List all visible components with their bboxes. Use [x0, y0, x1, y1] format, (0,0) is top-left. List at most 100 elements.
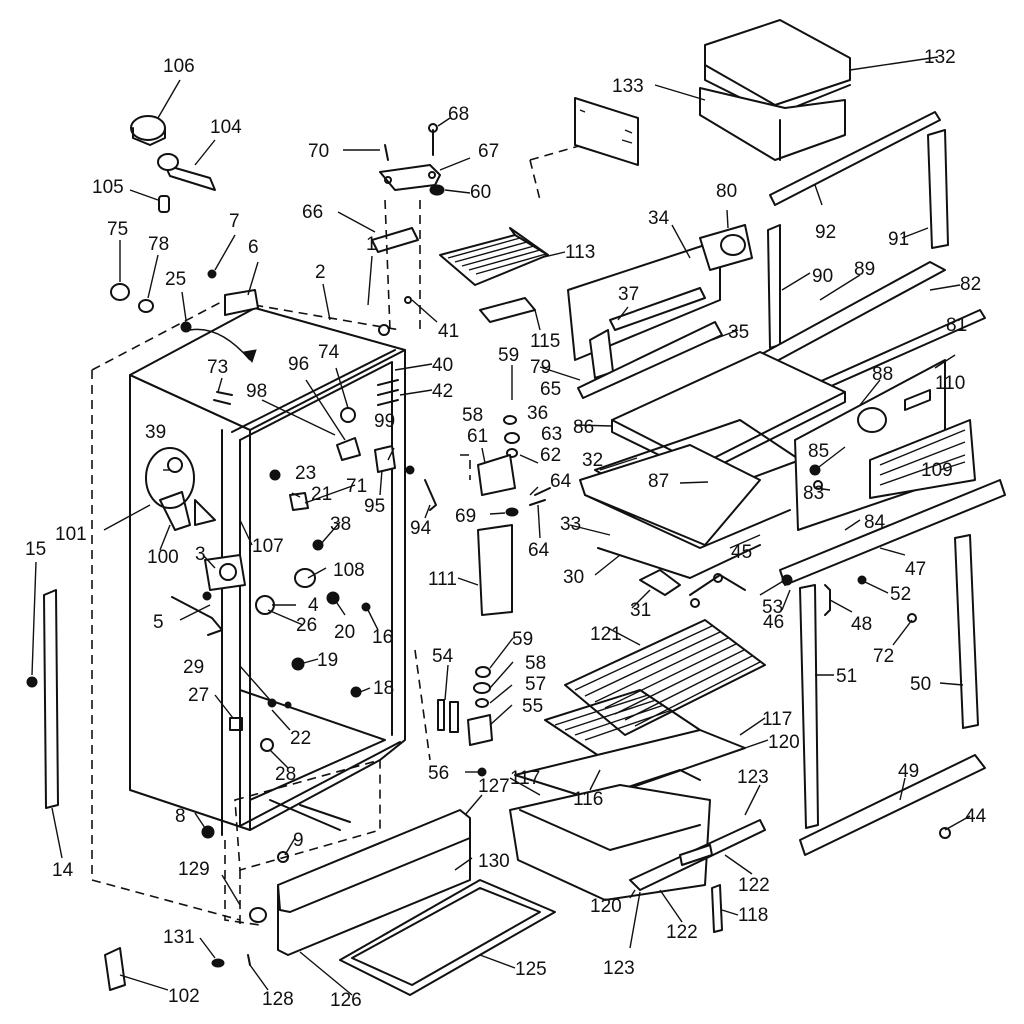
callout: 40: [432, 355, 453, 376]
callout: 72: [873, 646, 894, 667]
callout: 68: [448, 104, 469, 125]
callout: 86: [573, 417, 594, 438]
callout: 70: [308, 141, 329, 162]
callout: 20: [334, 622, 355, 643]
callout: 123: [603, 958, 635, 979]
callout: 120: [590, 896, 622, 917]
callout: 69: [455, 506, 476, 527]
callout: 57: [525, 674, 546, 695]
callout: 61: [467, 426, 488, 447]
callout: 21: [311, 484, 332, 505]
callout: 105: [92, 177, 124, 198]
callout: 31: [630, 600, 651, 621]
callout: 122: [666, 922, 698, 943]
callout: 14: [52, 860, 74, 881]
callout: 23: [295, 463, 316, 484]
callout: 48: [851, 614, 872, 635]
callout: 91: [888, 229, 909, 250]
top-right-tray: [699, 19, 851, 161]
callout: 28: [275, 764, 296, 785]
callout: 128: [262, 989, 294, 1010]
callout: 42: [432, 381, 453, 402]
callout: 67: [478, 141, 499, 162]
callout: 117: [510, 768, 540, 789]
callout: 64: [528, 540, 550, 561]
callout: 82: [960, 274, 981, 295]
callout: 106: [163, 56, 195, 77]
callout: 15: [25, 539, 46, 560]
right-strips: [759, 111, 986, 403]
right-panel: [779, 359, 1006, 729]
callout: 18: [373, 678, 394, 699]
callout: 26: [296, 615, 317, 636]
callout: 2: [315, 262, 326, 283]
callout: 94: [410, 518, 432, 539]
callout: 7: [229, 211, 240, 232]
callout: 125: [515, 959, 547, 980]
callout: 22: [290, 728, 311, 749]
callout: 65: [540, 379, 561, 400]
callout: 111: [428, 569, 457, 590]
bottom-drawer: [104, 809, 556, 996]
callout: 55: [522, 696, 543, 717]
wire-shelves: [509, 619, 766, 933]
callout: 85: [808, 441, 829, 462]
callout: 4: [308, 595, 319, 616]
callout: 126: [330, 990, 362, 1011]
cabinet-components: [145, 324, 437, 863]
callout: 133: [612, 76, 644, 97]
callout: 29: [183, 657, 204, 678]
callout: 129: [178, 859, 210, 880]
callout: 47: [905, 559, 926, 580]
callout: 53: [762, 597, 783, 618]
callout: 44: [965, 806, 987, 827]
callout: 5: [153, 612, 164, 633]
callout: 64: [550, 471, 572, 492]
callout: 45: [731, 542, 752, 563]
callout: 104: [210, 117, 242, 138]
left-rail: [26, 589, 59, 809]
callout: 66: [302, 202, 323, 223]
cabinet-outline: [91, 299, 406, 930]
callout: 96: [288, 354, 309, 375]
callout: 35: [728, 322, 749, 343]
callout: 108: [333, 560, 365, 581]
middle-shelves: [577, 321, 846, 608]
callout: 37: [618, 284, 639, 305]
callout: 81: [946, 315, 967, 336]
callout: 122: [738, 875, 770, 896]
callout: 9: [293, 830, 304, 851]
control-panel: [567, 224, 753, 379]
callout: 100: [147, 547, 179, 568]
callout: 84: [864, 512, 886, 533]
callout: 51: [836, 666, 857, 687]
callout: 16: [372, 627, 393, 648]
callout: 3: [195, 544, 206, 565]
callout: 8: [175, 806, 186, 827]
callout: 90: [812, 266, 833, 287]
callout: 75: [107, 219, 128, 240]
callout: 127: [478, 776, 510, 797]
callout: 79: [530, 357, 551, 378]
callout: 89: [854, 259, 875, 280]
callout: 25: [165, 269, 186, 290]
callout: 27: [188, 685, 209, 706]
callout: 80: [716, 181, 737, 202]
callout: 6: [248, 237, 259, 258]
callout: 19: [317, 650, 338, 671]
callout: 52: [890, 584, 911, 605]
callout: 38: [330, 514, 351, 535]
callout: 118: [738, 905, 768, 926]
callout: 49: [898, 761, 919, 782]
callout: 130: [478, 851, 510, 872]
callout: 63: [541, 424, 562, 445]
callout: 123: [737, 767, 769, 788]
callout: 30: [563, 567, 584, 588]
callout: 1: [366, 234, 377, 255]
callout: 54: [432, 646, 454, 667]
callout-labels: 106 104 105 75 78 7 6 25 2 1 70 68 67 66…: [25, 47, 987, 1011]
lower-right-parts: [781, 574, 986, 856]
callout: 98: [246, 381, 267, 402]
left-hinge-parts: [110, 115, 259, 364]
